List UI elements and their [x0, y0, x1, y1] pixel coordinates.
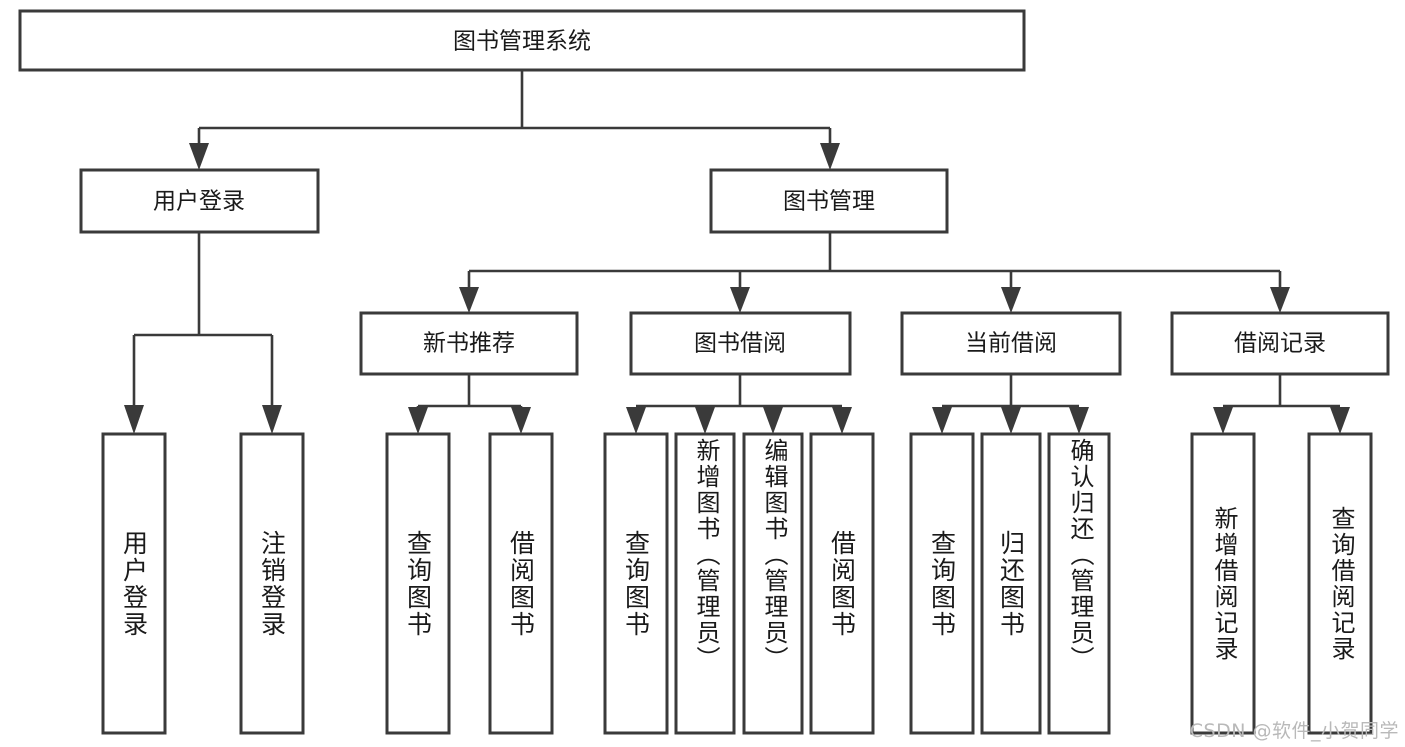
- arrow-user-login-leaf-1-icon: [124, 405, 144, 434]
- node-borrow-record-label: 借阅记录: [1234, 331, 1326, 357]
- leaf-boxes-user-login: [101, 432, 305, 735]
- arrow-book-manage-to-c1-icon: [459, 287, 479, 313]
- node-book-borrow-box[interactable]: [629, 311, 852, 376]
- node-user-login-box[interactable]: [79, 168, 320, 234]
- connector-group-borrow-record: [1213, 374, 1350, 434]
- node-current-borrow-box[interactable]: [900, 311, 1122, 376]
- arrow-cb-leaf-2-icon: [1001, 407, 1021, 434]
- arrow-book-manage-to-c3-icon: [1001, 287, 1021, 313]
- node-book-manage-box[interactable]: [709, 168, 949, 234]
- leaf-box-bb-1[interactable]: [603, 432, 669, 735]
- connector-group-new-book-recommend: [408, 374, 531, 434]
- arrow-bb-leaf-3-icon: [763, 407, 783, 434]
- arrow-br-leaf-1-icon: [1213, 407, 1233, 434]
- arrow-user-login-leaf-2-icon: [262, 405, 282, 434]
- arrow-br-leaf-2-icon: [1330, 407, 1350, 434]
- connector-group-user-login: [124, 232, 282, 434]
- connector-group-current-borrow: [932, 374, 1089, 434]
- node-new-book-recommend-label: 新书推荐: [423, 331, 515, 357]
- leaf-box-br-2[interactable]: [1307, 432, 1373, 735]
- leaf-boxes-borrow-record: [1190, 432, 1373, 735]
- node-borrow-record[interactable]: 借阅记录: [1170, 311, 1390, 376]
- connector-group-book-manage: [459, 232, 1290, 313]
- arrow-book-manage-to-c2-icon: [730, 287, 750, 313]
- arrow-bb-leaf-1-icon: [626, 407, 646, 434]
- csdn-watermark: CSDN @软件_小贺同学: [1189, 720, 1399, 742]
- arrow-book-manage-to-c4-icon: [1270, 287, 1290, 313]
- connector-group-root: [189, 70, 840, 170]
- arrow-bb-leaf-4-icon: [832, 407, 852, 434]
- leaf-boxes-new-book-recommend: [385, 432, 554, 735]
- leaf-box-user-login-2[interactable]: [239, 432, 305, 735]
- node-user-login-label: 用户登录: [153, 189, 245, 215]
- leaf-boxes-current-borrow: [909, 432, 1111, 735]
- leaf-box-cb-2[interactable]: [980, 432, 1042, 735]
- leaf-box-nbr-2[interactable]: [488, 432, 554, 735]
- leaf-boxes-book-borrow: [603, 432, 875, 735]
- arrow-cb-leaf-1-icon: [932, 407, 952, 434]
- node-book-borrow-label: 图书借阅: [694, 331, 786, 357]
- leaf-box-cb-1[interactable]: [909, 432, 975, 735]
- node-current-borrow-label: 当前借阅: [965, 331, 1057, 357]
- node-current-borrow[interactable]: 当前借阅: [900, 311, 1122, 376]
- arrow-bb-leaf-2-icon: [695, 407, 715, 434]
- connector-group-book-borrow: [626, 374, 852, 434]
- node-new-book-recommend[interactable]: 新书推荐: [359, 311, 579, 376]
- node-root[interactable]: 图书管理系统: [18, 9, 1026, 72]
- leaf-box-user-login-1[interactable]: [101, 432, 167, 735]
- node-book-borrow[interactable]: 图书借阅: [629, 311, 852, 376]
- node-book-manage-label: 图书管理: [783, 189, 875, 215]
- leaf-box-nbr-1[interactable]: [385, 432, 451, 735]
- arrow-root-to-user-login-icon: [189, 143, 209, 170]
- node-new-book-recommend-box[interactable]: [359, 311, 579, 376]
- node-user-login[interactable]: 用户登录: [79, 168, 320, 234]
- node-book-manage[interactable]: 图书管理: [709, 168, 949, 234]
- arrow-root-to-book-manage-icon: [820, 143, 840, 170]
- arrow-nbr-leaf-1-icon: [408, 407, 428, 434]
- leaf-box-bb-2[interactable]: [674, 432, 736, 735]
- arrow-cb-leaf-3-icon: [1069, 407, 1089, 434]
- arrow-nbr-leaf-2-icon: [511, 407, 531, 434]
- node-root-label: 图书管理系统: [453, 29, 591, 55]
- node-borrow-record-box[interactable]: [1170, 311, 1390, 376]
- leaf-box-cb-3[interactable]: [1047, 432, 1111, 735]
- leaf-box-br-1[interactable]: [1190, 432, 1256, 735]
- leaf-box-bb-4[interactable]: [809, 432, 875, 735]
- leaf-box-bb-3[interactable]: [742, 432, 804, 735]
- node-root-box[interactable]: [18, 9, 1026, 72]
